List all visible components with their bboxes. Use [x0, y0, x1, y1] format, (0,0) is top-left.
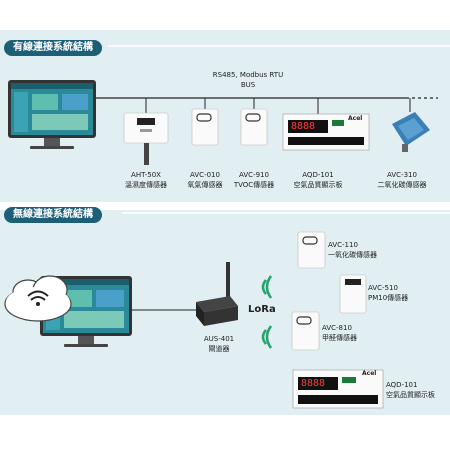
aus-401-gateway-icon [196, 262, 238, 326]
device-label-avc-910: AVC-910 TVOC傳感器 [233, 171, 275, 189]
avc-310-sensor-icon [392, 112, 430, 152]
avc-810-sensor-icon [291, 311, 320, 351]
display-digits: 8888 [291, 121, 316, 132]
avc-510-sensor-icon [339, 274, 367, 314]
wired-monitor-icon [8, 80, 96, 149]
device-label-aus-401: AUS-401 閘道器 [203, 335, 235, 353]
avc-910-sensor-icon [240, 108, 268, 146]
aqd-101-wireless-display-icon [292, 369, 384, 409]
wifi-icon [27, 290, 49, 306]
cloud-icon [4, 275, 72, 322]
device-label-aqd-101-wireless: AQD-101 空氣品質顯示板 [386, 381, 435, 399]
device-label-avc-810: AVC-810 甲醛傳感器 [322, 324, 357, 342]
device-label-aqd-101: AQD-101 空氣品質顯示板 [293, 171, 343, 189]
display-brand: Acel [348, 115, 363, 122]
avc-110-sensor-icon [297, 231, 326, 269]
wired-section-title: 有線連接系統結構 [4, 40, 102, 56]
lora-label: LoRa [248, 304, 276, 315]
device-label-avc-110: AVC-110 一氧化碳傳感器 [328, 241, 377, 259]
avc-010-sensor-icon [191, 108, 219, 146]
bus-label: RS485, Modbus RTU BUS [212, 71, 284, 89]
device-label-aht-50x: AHT-50X 溫濕度傳感器 [125, 171, 167, 189]
device-label-avc-310: AVC-310 二氧化碳傳感器 [377, 171, 427, 189]
display-brand-wireless: Acel [362, 370, 377, 377]
aqd-101-display-icon [282, 113, 370, 151]
display-digits-wireless: 8888 [301, 378, 326, 389]
lora-signal-icon [261, 275, 273, 349]
wireless-section-title: 無線連接系統結構 [4, 207, 102, 223]
aht-50x-sensor-icon [123, 112, 169, 165]
device-label-avc-010: AVC-010 氧氣傳感器 [187, 171, 223, 189]
device-label-avc-510: AVC-510 PM10傳感器 [368, 284, 409, 302]
